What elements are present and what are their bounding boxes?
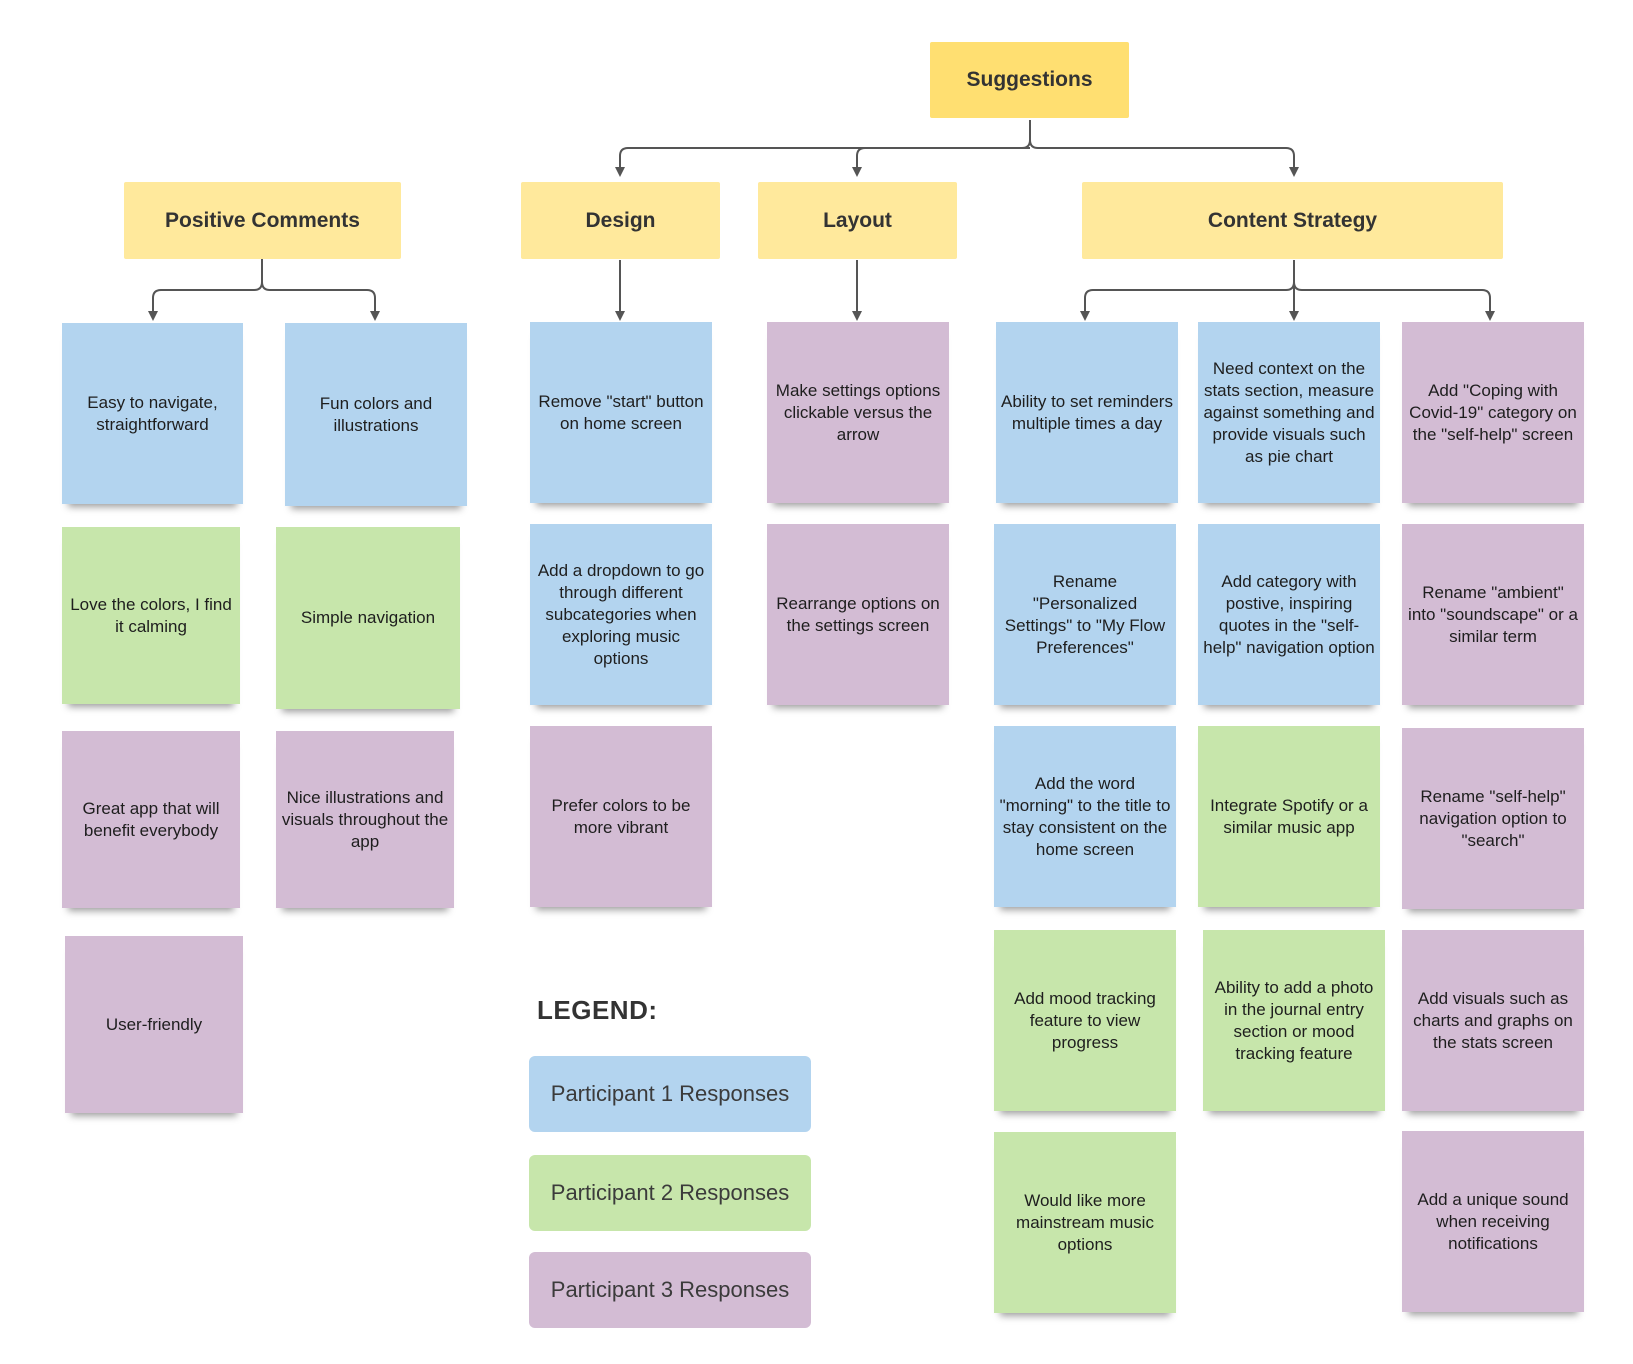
category-positive-comments: Positive Comments: [124, 182, 401, 259]
connector-root-to-design: [615, 120, 1031, 177]
sticky-note: Rename "Personalized Settings" to "My Fl…: [994, 524, 1176, 705]
category-design: Design: [521, 182, 720, 259]
sticky-note: Add a unique sound when receiving notifi…: [1402, 1131, 1584, 1312]
sticky-note: Add category with postive, inspiring quo…: [1198, 524, 1380, 705]
sticky-note: Make settings options clickable versus t…: [767, 322, 949, 503]
sticky-note: Ability to add a photo in the journal en…: [1203, 930, 1385, 1111]
sticky-note: Love the colors, I find it calming: [62, 527, 240, 704]
category-layout: Layout: [758, 182, 957, 259]
connector-positive-to-col-a: [148, 258, 263, 321]
connector-positive-to-col-b: [261, 281, 380, 321]
sticky-note: Easy to navigate, straightforward: [62, 323, 243, 504]
connector-content-to-col-a: [1080, 260, 1295, 321]
sticky-note: Nice illustrations and visuals throughou…: [276, 731, 454, 908]
legend-title: LEGEND:: [537, 995, 658, 1025]
connector-root-to-content: [1029, 139, 1299, 177]
sticky-note: Add "Coping with Covid-19" category on t…: [1402, 322, 1584, 503]
sticky-note: Great app that will benefit everybody: [62, 731, 240, 908]
sticky-note: Add visuals such as charts and graphs on…: [1402, 930, 1584, 1111]
sticky-note: Add a dropdown to go through different s…: [530, 524, 712, 705]
sticky-note: Simple navigation: [276, 527, 460, 709]
sticky-note: User-friendly: [65, 936, 243, 1113]
sticky-note: Rename "ambient" into "soundscape" or a …: [1402, 524, 1584, 705]
legend-participant-2: Participant 2 Responses: [529, 1155, 811, 1231]
sticky-note: Prefer colors to be more vibrant: [530, 726, 712, 907]
sticky-note: Ability to set reminders multiple times …: [996, 322, 1178, 503]
sticky-note: Add the word "morning" to the title to s…: [994, 726, 1176, 907]
category-content-strategy: Content Strategy: [1082, 182, 1503, 259]
sticky-note: Would like more mainstream music options: [994, 1132, 1176, 1313]
sticky-note: Rearrange options on the settings screen: [767, 524, 949, 705]
sticky-note: Remove "start" button on home screen: [530, 322, 712, 503]
sticky-note: Integrate Spotify or a similar music app: [1198, 726, 1380, 907]
sticky-note: Fun colors and illustrations: [285, 323, 467, 506]
legend-participant-1: Participant 1 Responses: [529, 1056, 811, 1132]
sticky-note: Rename "self-help" navigation option to …: [1402, 728, 1584, 909]
sticky-note: Add mood tracking feature to view progre…: [994, 930, 1176, 1111]
connector-root-to-layout: [852, 147, 1030, 177]
sticky-note: Need context on the stats section, measu…: [1198, 322, 1380, 503]
suggestions-root-node: Suggestions: [930, 42, 1129, 118]
connector-content-to-col-c: [1293, 281, 1495, 321]
legend-participant-3: Participant 3 Responses: [529, 1252, 811, 1328]
